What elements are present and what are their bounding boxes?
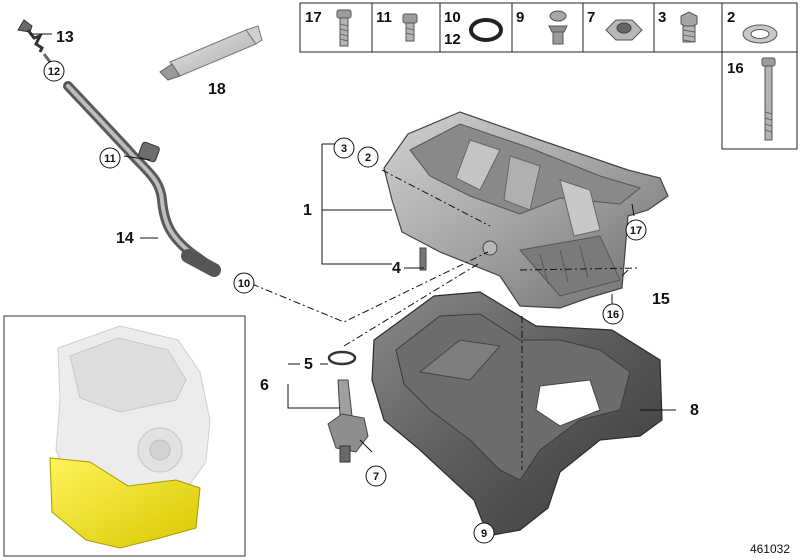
- svg-text:2: 2: [365, 152, 371, 164]
- label-15: 15: [652, 291, 670, 308]
- hex-nut-icon: [605, 19, 643, 41]
- sensor-o-ring-icon: [327, 350, 357, 366]
- svg-text:3: 3: [341, 143, 347, 155]
- callout-2: 2: [357, 146, 379, 168]
- label-4: 4: [392, 260, 401, 277]
- svg-text:16: 16: [607, 309, 619, 321]
- callout-17: 17: [625, 219, 647, 241]
- clip-fastener-icon: [548, 10, 568, 45]
- strip-label-2: 2: [727, 9, 735, 26]
- engine-inset: [3, 315, 246, 557]
- callout-9: 9: [473, 522, 495, 544]
- strip-label-12: 12: [444, 31, 461, 48]
- leader-lines: [30, 33, 676, 453]
- side-part-box: 16: [721, 51, 798, 150]
- svg-text:17: 17: [630, 225, 642, 237]
- label-18: 18: [208, 81, 226, 98]
- assembly-lines: [251, 169, 641, 470]
- strip-label-10: 10: [444, 9, 461, 26]
- callout-7: 7: [365, 465, 387, 487]
- washer-icon: [742, 24, 778, 44]
- dipstick-assembly: [17, 19, 221, 277]
- very-long-bolt-icon: [761, 57, 776, 141]
- label-1: 1: [303, 202, 312, 219]
- callout-3: 3: [333, 137, 355, 159]
- svg-text:7: 7: [373, 471, 379, 483]
- label-13: 13: [56, 29, 74, 46]
- highlighted-oil-pan: [49, 457, 201, 549]
- svg-text:11: 11: [104, 153, 116, 165]
- o-ring-icon: [469, 18, 503, 42]
- svg-text:9: 9: [481, 528, 487, 540]
- strip-label-11: 11: [376, 9, 392, 26]
- label-6: 6: [260, 377, 269, 394]
- sealant-tube-icon: [159, 25, 263, 81]
- callout-10: 10: [233, 272, 255, 294]
- short-bolt-icon: [402, 13, 418, 42]
- dipstick-handle-icon: [17, 19, 44, 53]
- strip-label-7: 7: [587, 9, 595, 26]
- lower-oil-pan: [371, 291, 663, 537]
- callout-16: 16: [602, 303, 624, 325]
- upper-oil-pan: [383, 111, 669, 309]
- svg-text:10: 10: [238, 278, 250, 290]
- callout-11: 11: [99, 147, 121, 169]
- strip-label-9: 9: [516, 9, 524, 26]
- long-bolt-icon: [336, 9, 352, 47]
- oil-level-sensor: [327, 350, 369, 463]
- svg-text:12: 12: [48, 66, 60, 78]
- guide-tube: [63, 81, 217, 273]
- strip-label-17: 17: [305, 9, 322, 26]
- callout-12: 12: [43, 60, 65, 82]
- diagram-reference-number: 461032: [750, 542, 790, 556]
- parts-strip: 17 11 10 12 9 7 3 2: [299, 2, 798, 53]
- label-8: 8: [690, 402, 699, 419]
- label-5: 5: [304, 356, 313, 373]
- label-14: 14: [116, 230, 134, 247]
- strip-label-3: 3: [658, 9, 666, 26]
- drain-plug-icon: [680, 11, 698, 43]
- side-label-16: 16: [727, 60, 744, 77]
